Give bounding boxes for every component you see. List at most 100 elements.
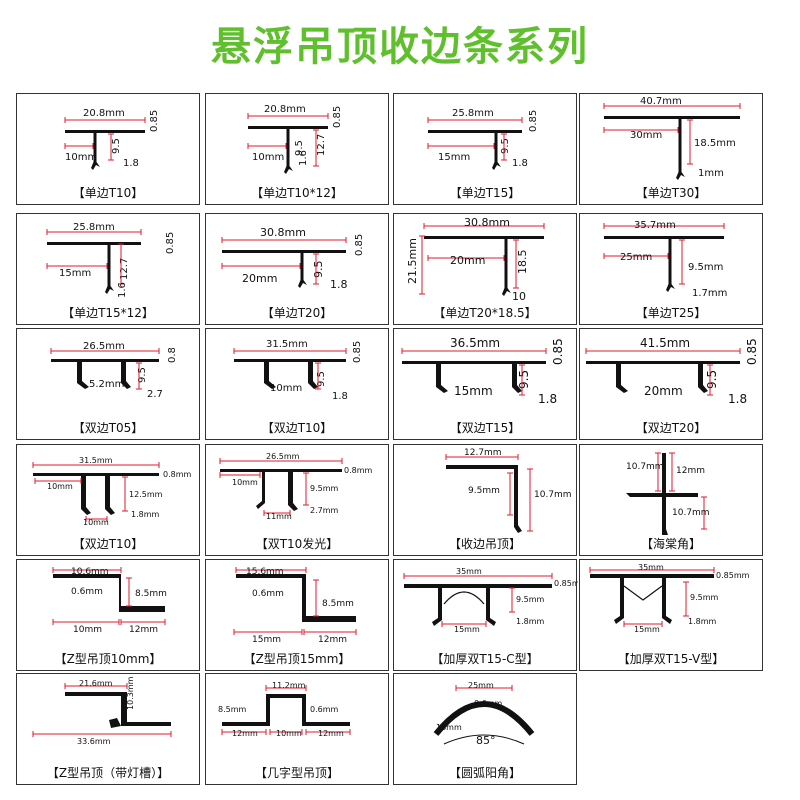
dimension-label: 10mm <box>232 478 258 487</box>
dimension-label: 5.2mm <box>89 379 124 390</box>
page-title: 悬浮吊顶收边条系列 <box>211 24 589 70</box>
dimension-label: 18.5mm <box>694 138 736 149</box>
profile-caption: 【双边T10】 <box>72 537 144 551</box>
dimension-label: 2.7mm <box>310 506 339 515</box>
dimension-label: 9.5mm <box>690 593 719 602</box>
profile-caption: 【双边T05】 <box>72 421 144 435</box>
profile-drawing: 40.7mm 30mm 18.5mm 1mm <box>603 96 741 180</box>
profile-caption: 【收边吊顶】 <box>448 537 521 551</box>
dimension-label: 1.8 <box>538 392 557 406</box>
profile-shape <box>586 361 740 364</box>
dimension-label: 26.5mm <box>266 452 300 461</box>
dimension-label: 11mm <box>266 512 292 521</box>
profile-caption: 【单边T15】 <box>449 186 521 200</box>
dimension-label: 0.8 <box>167 347 178 363</box>
dimension-label: 21.5mm <box>406 238 419 284</box>
dimension-label: 12mm <box>129 625 158 635</box>
profile-shape <box>626 453 698 535</box>
dimension-label: 35mm <box>638 563 664 572</box>
profile-shape <box>53 574 165 612</box>
arc-profile <box>433 701 535 736</box>
dimension-label: 1.8 <box>332 391 348 402</box>
profile-shape <box>77 362 89 389</box>
dimension-label: 33.6mm <box>77 737 111 746</box>
dimension-label: 10mm <box>65 152 97 163</box>
dimension-label: 10mm <box>276 729 302 738</box>
dimension-label: 11.2mm <box>272 681 306 690</box>
profile-shape <box>446 465 522 533</box>
dimension-label: 12mm <box>318 635 347 645</box>
dimension-label: 9.5 <box>137 367 148 383</box>
profile-shape <box>109 718 121 728</box>
dimension-label: 1.7mm <box>692 288 727 299</box>
dimension-label: 8.5mm <box>322 599 354 609</box>
dimension-label: 1mm <box>698 168 724 179</box>
profile-shape <box>105 476 115 515</box>
dimension-label: 1.8 <box>123 158 139 169</box>
dimension-label: 10mm <box>270 383 302 394</box>
dimension-label: 10mm <box>252 152 284 163</box>
dimension-label: 12.7mm <box>464 448 502 458</box>
dimension-label: 2.7 <box>147 389 163 400</box>
profile-shape <box>436 364 448 393</box>
dimension-label: 40.7mm <box>640 96 682 107</box>
t-profile <box>222 250 346 288</box>
profile-caption: 【圆弧阳角】 <box>448 766 521 780</box>
dimension-label: 12.7 <box>316 134 327 156</box>
dimension-label: 25.8mm <box>452 108 494 119</box>
profile-shape <box>402 361 546 364</box>
dimension-label: 35mm <box>456 567 482 576</box>
profile-caption: 【双T10发光】 <box>255 537 339 551</box>
dimension-label: 10mm <box>73 625 102 635</box>
curved-lens <box>443 591 485 605</box>
dimension-label: 15mm <box>454 384 493 398</box>
dimension-label: 20mm <box>450 254 485 267</box>
dimension-label: 0.85 <box>149 110 160 132</box>
dimension-label: 15mm <box>252 635 281 645</box>
dimension-label: 30mm <box>630 130 662 141</box>
dimension-label: 0.85 <box>354 234 365 256</box>
t-profile <box>248 126 328 174</box>
profile-caption: 【单边T10】 <box>72 186 144 200</box>
dimension-label: 12mm <box>676 466 705 476</box>
dimension-label: 30.8mm <box>464 216 510 229</box>
dimension-label: 20.8mm <box>264 104 306 115</box>
angle-arc <box>443 734 525 745</box>
dimension-label: 10.7mm <box>672 508 710 518</box>
dimension-label: 0.6mm <box>310 705 339 714</box>
profile-caption: 【单边T30】 <box>635 186 707 200</box>
profile-shape <box>698 364 708 393</box>
profile-caption: 【单边T25】 <box>635 306 707 320</box>
dimension-label: 10.6mm <box>71 567 109 577</box>
profile-caption: 【几字型吊顶】 <box>254 766 339 780</box>
dimension-label: 21.6mm <box>79 679 113 688</box>
profile-shape <box>662 578 672 624</box>
profile-caption: 【单边T15*12】 <box>62 306 154 320</box>
dimension-label: 1.8 <box>512 158 528 169</box>
dimension-label: 9.5 <box>294 140 305 156</box>
profile-caption: 【单边T20】 <box>261 306 333 320</box>
profile-shape <box>33 473 159 476</box>
profile-shape <box>512 364 522 393</box>
profile-shape <box>256 472 265 509</box>
dimension-label: 12.5mm <box>129 490 163 499</box>
dimension-label: 0.6mm <box>474 699 503 708</box>
dimension-label: 25.8mm <box>73 222 115 233</box>
